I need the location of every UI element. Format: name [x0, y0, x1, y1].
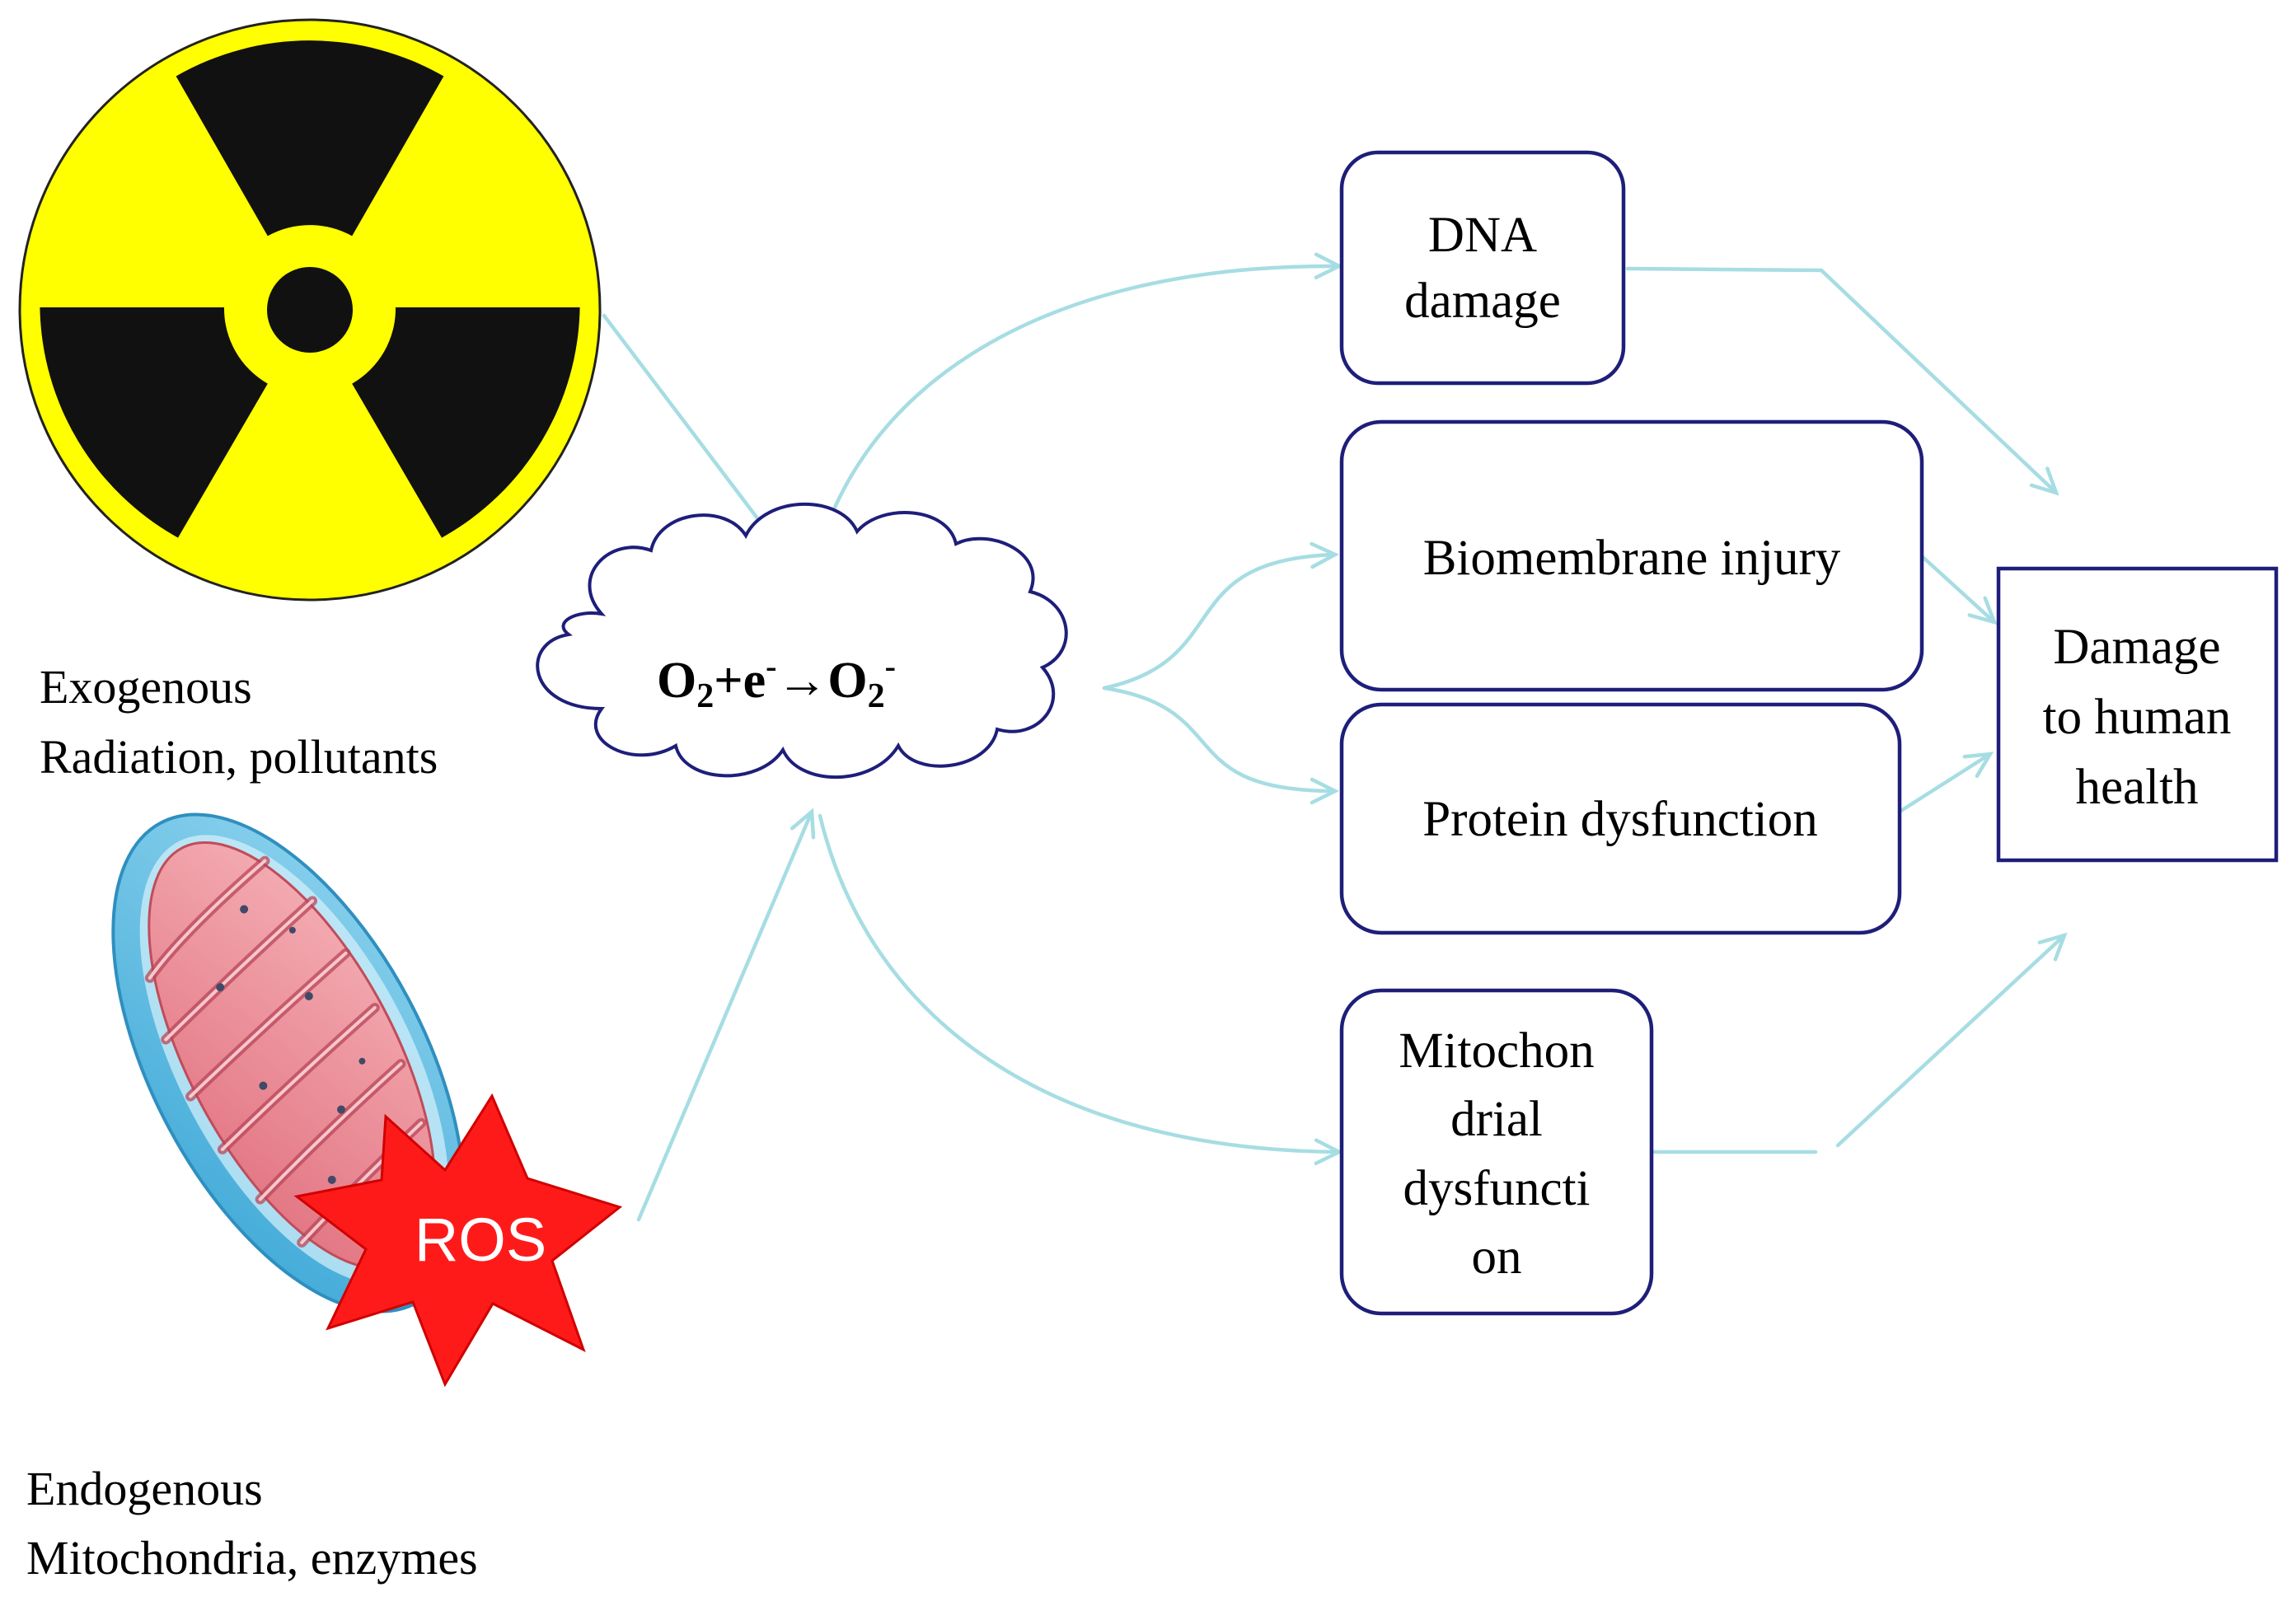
- arrow-mito-to-health-b: [1835, 932, 2068, 1148]
- ros-badge: ROS: [415, 1206, 546, 1274]
- trefoil-blade-left: [40, 307, 268, 538]
- effect-protein-dysfunction: Protein dysfunction: [1339, 702, 1902, 935]
- arrow-cloud-to-dna: [809, 252, 1344, 582]
- effect-mitochondrial-dysfunction: Mitochon drial dysfuncti on: [1339, 988, 1654, 1316]
- arrow-cloud-to-biomembrane: [1102, 541, 1340, 691]
- mito-dysfunction-line1: Mitochon: [1399, 1023, 1594, 1079]
- arrow-dna-to-health: [1625, 266, 2059, 496]
- mitochondrion-icon: [111, 812, 466, 1313]
- trefoil-blade-top: [176, 40, 444, 236]
- exogenous-label: Exogenous: [40, 660, 252, 714]
- dna-damage-line2: damage: [1404, 274, 1561, 329]
- trefoil-center: [267, 267, 353, 353]
- radiation-symbol-icon: [18, 18, 602, 602]
- outcome-line2: to human: [2043, 690, 2232, 745]
- mito-dysfunction-line4: on: [1472, 1229, 1522, 1285]
- arrow-cloud-to-mito: [818, 813, 1344, 1166]
- arrows: [602, 252, 2068, 1222]
- biomembrane-injury-label: Biomembrane injury: [1423, 531, 1841, 586]
- ros-burst-icon: ROS: [293, 1093, 623, 1388]
- arrow-biomembrane-to-health: [1919, 554, 1998, 625]
- dna-damage-line1: DNA: [1428, 208, 1537, 263]
- effect-dna-damage: DNA damage: [1339, 150, 1626, 386]
- endogenous-label: Endogenous: [26, 1462, 263, 1515]
- outcome-damage-to-human-health: Damage to human health: [1996, 566, 2279, 863]
- endogenous-examples: Mitochondria, enzymes: [26, 1531, 478, 1585]
- arrow-cloud-to-protein: [1102, 686, 1340, 805]
- outcome-line3: health: [2075, 760, 2198, 815]
- mito-dysfunction-line2: drial: [1450, 1092, 1543, 1147]
- trefoil-blade-right: [352, 307, 580, 538]
- arrow-protein-to-health: [1897, 751, 1994, 814]
- protein-dysfunction-label: Protein dysfunction: [1422, 792, 1817, 847]
- mito-dysfunction-line3: dysfuncti: [1403, 1161, 1590, 1216]
- superoxide-reaction: O2+e-→O2-: [657, 648, 896, 715]
- arrow-endogenous-to-cloud: [636, 808, 816, 1222]
- effect-biomembrane-injury: Biomembrane injury: [1339, 419, 1924, 692]
- outcome-line1: Damage: [2053, 620, 2220, 675]
- exogenous-examples: Radiation, pollutants: [40, 730, 438, 784]
- reaction-cloud: O2+e-→O2-: [536, 502, 1068, 780]
